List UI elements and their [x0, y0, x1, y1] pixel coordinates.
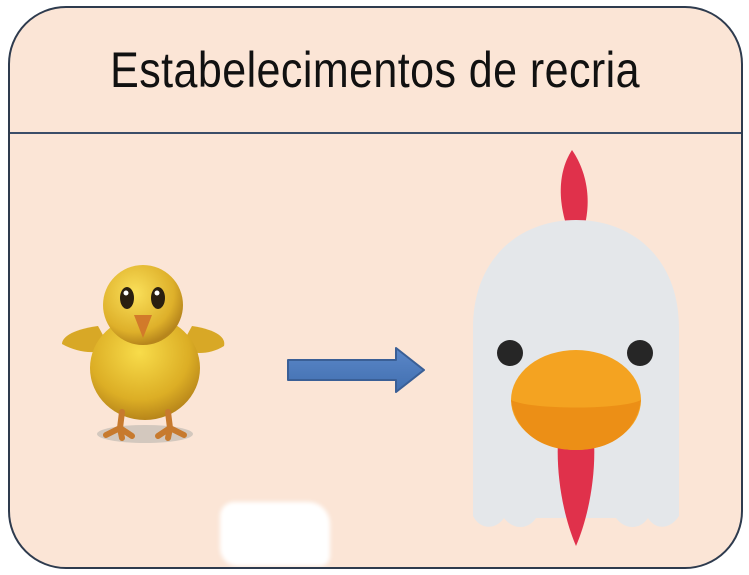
- arrow-right-icon: [287, 347, 425, 393]
- diagram-card: Estabelecimentos de recria: [8, 6, 743, 569]
- chick-icon: [62, 265, 225, 443]
- rooster-head-icon: [473, 150, 679, 546]
- redaction-blot: [220, 502, 330, 566]
- diagram-illustration: [62, 150, 679, 546]
- diagram-title: Estabelecimentos de recria: [110, 42, 641, 98]
- title-bar: Estabelecimentos de recria: [10, 8, 741, 134]
